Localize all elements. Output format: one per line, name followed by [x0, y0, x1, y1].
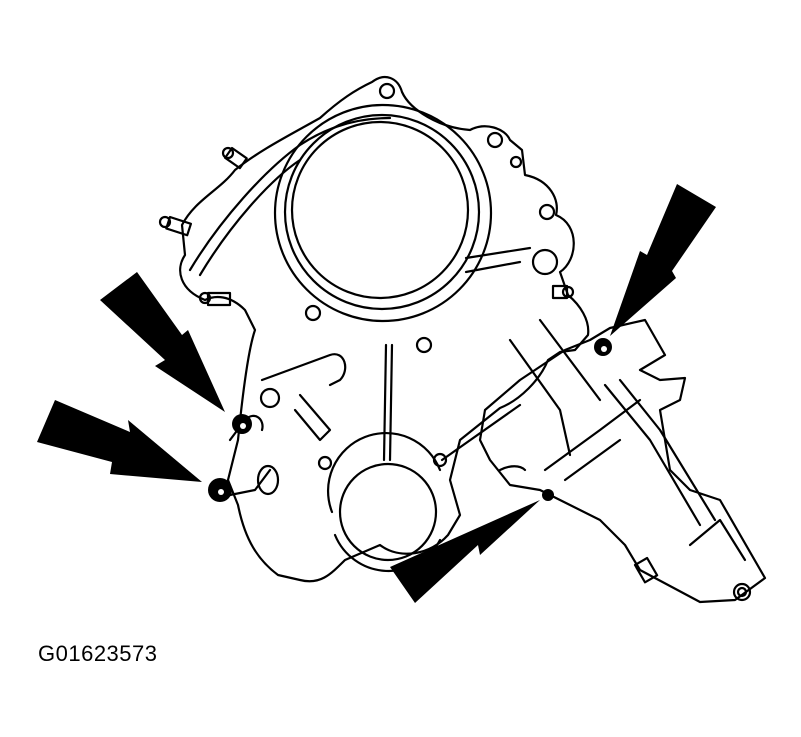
bolt-hole: [259, 387, 281, 409]
bolt-hole: [317, 455, 333, 471]
lower-bore: [338, 462, 438, 562]
oil-pump-body: [478, 318, 767, 604]
stud-right: [551, 284, 575, 300]
upper-bore-outer-rim: [273, 103, 493, 323]
stud-mid: [198, 291, 232, 307]
bolt-head-center: [542, 489, 554, 501]
bolt-hole: [486, 131, 504, 149]
bolt-hole: [378, 82, 396, 100]
bolt-hole: [531, 248, 559, 276]
bolt-hole: [509, 155, 523, 169]
upper-bore-rim: [283, 113, 481, 311]
upper-bore: [290, 120, 470, 300]
bolt-hole: [304, 304, 322, 322]
arrow-upper-right-icon: [610, 184, 716, 336]
figure-id-label: G01623573: [38, 641, 158, 666]
cover-outline: [179, 75, 590, 583]
arrow-upper-left-icon: [100, 272, 225, 412]
bolt-hole: [538, 203, 556, 221]
arrow-lower-left-icon: [37, 400, 202, 482]
lower-bore-rim: [327, 431, 442, 514]
bolt-hole: [415, 336, 433, 354]
stud-top: [221, 146, 248, 170]
arrow-lower-center-icon: [390, 500, 540, 603]
bolt-hole: [432, 452, 448, 468]
stud-left: [158, 215, 193, 237]
